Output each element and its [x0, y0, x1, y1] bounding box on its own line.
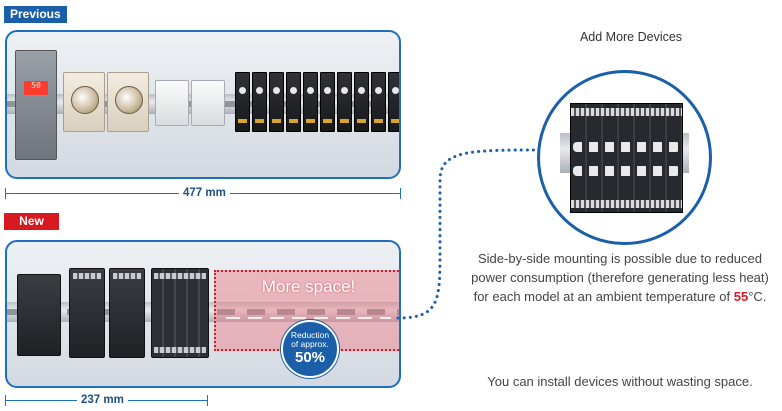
- stacked-devices: [570, 103, 683, 213]
- led-display: 50: [24, 81, 48, 95]
- timer-dial: [115, 86, 143, 114]
- relay-module: [286, 72, 301, 132]
- timer-dial: [71, 86, 99, 114]
- dimension-tick: [207, 395, 208, 406]
- relay-module: [354, 72, 369, 132]
- new-tag: New: [4, 213, 59, 230]
- relay-module: [303, 72, 318, 132]
- badge-line1: Reduction: [290, 330, 330, 340]
- footer-text: You can install devices without wasting …: [487, 374, 753, 389]
- terminal-strip: [73, 273, 101, 279]
- rail-outline: [226, 317, 391, 319]
- terminal-strip: [154, 347, 206, 353]
- terminal-strip: [154, 273, 206, 279]
- new-dimension: 237 mm: [5, 393, 208, 407]
- previous-dimension-label: 477 mm: [179, 186, 230, 200]
- terminal-strip: [571, 108, 682, 116]
- slim-relay-block: [151, 268, 209, 358]
- controller-module: [155, 80, 189, 126]
- added-devices-photo: [537, 70, 712, 245]
- previous-dimension: 477 mm: [5, 186, 401, 200]
- reduction-badge: Reduction of approx. 50%: [281, 320, 339, 378]
- terminal-strip: [113, 273, 141, 279]
- compact-timer-module: [69, 268, 105, 358]
- new-dimension-label: 237 mm: [77, 393, 128, 407]
- relay-module: [371, 72, 386, 132]
- power-supply-unit: 50: [15, 50, 57, 160]
- relay-module: [388, 72, 399, 132]
- compact-timer-module: [109, 268, 145, 358]
- timer-module: [63, 72, 105, 132]
- description-body: Side-by-side mounting is possible due to…: [471, 251, 769, 304]
- add-more-devices-title: Add More Devices: [579, 30, 683, 44]
- badge-value: 50%: [294, 349, 326, 366]
- temperature-unit: °C.: [748, 289, 767, 304]
- relay-module: [337, 72, 352, 132]
- controller-module: [191, 80, 225, 126]
- relay-module: [320, 72, 335, 132]
- power-supply-unit: [17, 274, 61, 356]
- relay-module: [252, 72, 267, 132]
- indicator-row: [573, 142, 680, 152]
- more-space-label: More space!: [261, 277, 356, 296]
- badge-line2: of approx.: [291, 339, 329, 349]
- dimension-tick: [400, 188, 401, 199]
- temperature-value: 55: [733, 289, 749, 304]
- previous-tag: Previous: [4, 6, 67, 23]
- previous-panel-photo: 50: [5, 30, 401, 179]
- relay-module: [235, 72, 250, 132]
- description-text: Side-by-side mounting is possible due to…: [470, 249, 770, 306]
- new-panel-photo: More space! Reduction of approx. 50%: [5, 240, 401, 388]
- indicator-row: [573, 166, 680, 176]
- terminal-strip: [571, 200, 682, 208]
- timer-module: [107, 72, 149, 132]
- relay-module: [269, 72, 284, 132]
